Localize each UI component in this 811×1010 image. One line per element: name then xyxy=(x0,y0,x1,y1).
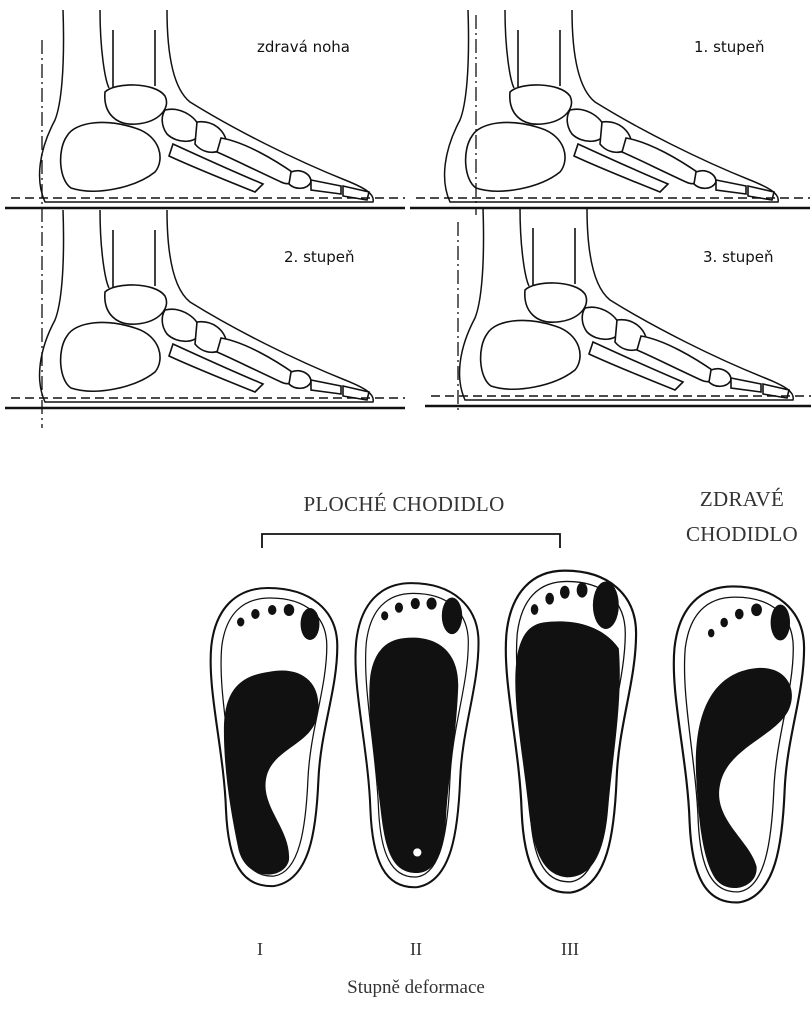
healthy-label-line2: CHODIDLO xyxy=(686,522,798,546)
side-view-panel-degree-3: 3. stupeň xyxy=(425,208,811,410)
panel-label-healthy: zdravá noha xyxy=(257,38,350,56)
panel-label-degree-2: 2. stupeň xyxy=(284,248,355,266)
side-view-panel-degree-2: 2. stupeň xyxy=(5,210,405,428)
degrees-caption: Stupně deformace xyxy=(347,977,485,998)
degree-numeral-1: I xyxy=(257,939,263,959)
panel-label-degree-1: 1. stupeň xyxy=(694,38,765,56)
healthy-label-line1: ZDRAVÉ xyxy=(700,487,784,511)
flat-foot-group-label: PLOCHÉ CHODIDLO xyxy=(303,492,504,516)
flat-foot-bracket xyxy=(262,534,560,548)
footprint-degree-2 xyxy=(355,583,478,887)
footprint-healthy xyxy=(674,586,804,902)
side-view-panel-healthy: zdravá noha xyxy=(5,10,405,230)
panel-label-degree-3: 3. stupeň xyxy=(703,248,774,266)
footprint-degree-3 xyxy=(506,571,636,893)
degree-numeral-3: III xyxy=(561,939,579,959)
degree-numeral-2: II xyxy=(410,939,422,959)
side-view-panel-degree-1: 1. stupeň xyxy=(410,10,810,215)
footprint-degree-1 xyxy=(211,588,338,886)
